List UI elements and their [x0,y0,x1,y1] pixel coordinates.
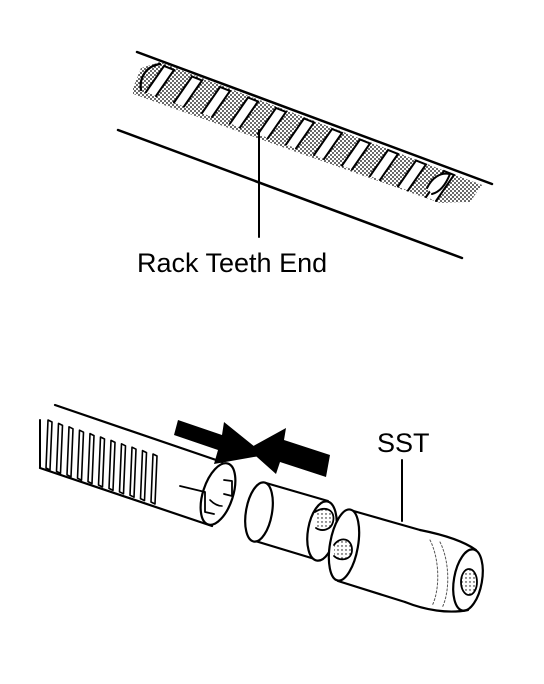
rack-shaft-tooth [129,446,137,498]
rack-tooth [341,138,372,171]
rack-upper-edge [135,50,494,186]
rack-tooth [285,117,316,150]
rack-tooth [257,106,288,139]
rack-shaft-tooth [97,436,106,488]
rack-shaft-tooth [76,429,85,481]
rack-tooth [173,75,204,108]
rack-and-sst-illustration [38,403,484,613]
rack-shaft-tooth [87,432,95,485]
sst-tool [327,508,484,613]
rack-shaft-tooth [118,443,127,495]
rack-teeth-end [426,172,452,195]
rack-shaft-tooth [55,422,64,475]
rack-teeth-end-label: Rack Teeth End [137,248,327,278]
rack-tooth [201,85,232,118]
rack-shaft-tooth [108,439,116,492]
press-arrow-right-icon [248,428,330,477]
press-arrow-left-icon [174,420,265,464]
rack-shaft-tooth [150,453,158,505]
rack-bar-illustration [116,50,494,260]
rack-lower-edge [116,128,464,260]
rack-shaft-tooth [139,449,148,502]
rack-shaft-tooth [45,419,53,471]
rack-teeth [145,64,456,202]
rack-shaft [38,403,237,528]
guide-sleeve [244,481,338,562]
rack-tooth [229,96,260,129]
rack-shaft-tooth [66,426,74,478]
rack-tooth [313,127,344,160]
rack-tooth [397,159,428,192]
rack-tooth [369,148,400,181]
sst-label: SST [377,428,430,458]
rack-shaft-teeth [45,419,158,505]
press-arrows [174,420,330,477]
rack-tooth [145,64,176,97]
rack-teeth-start [139,62,162,92]
